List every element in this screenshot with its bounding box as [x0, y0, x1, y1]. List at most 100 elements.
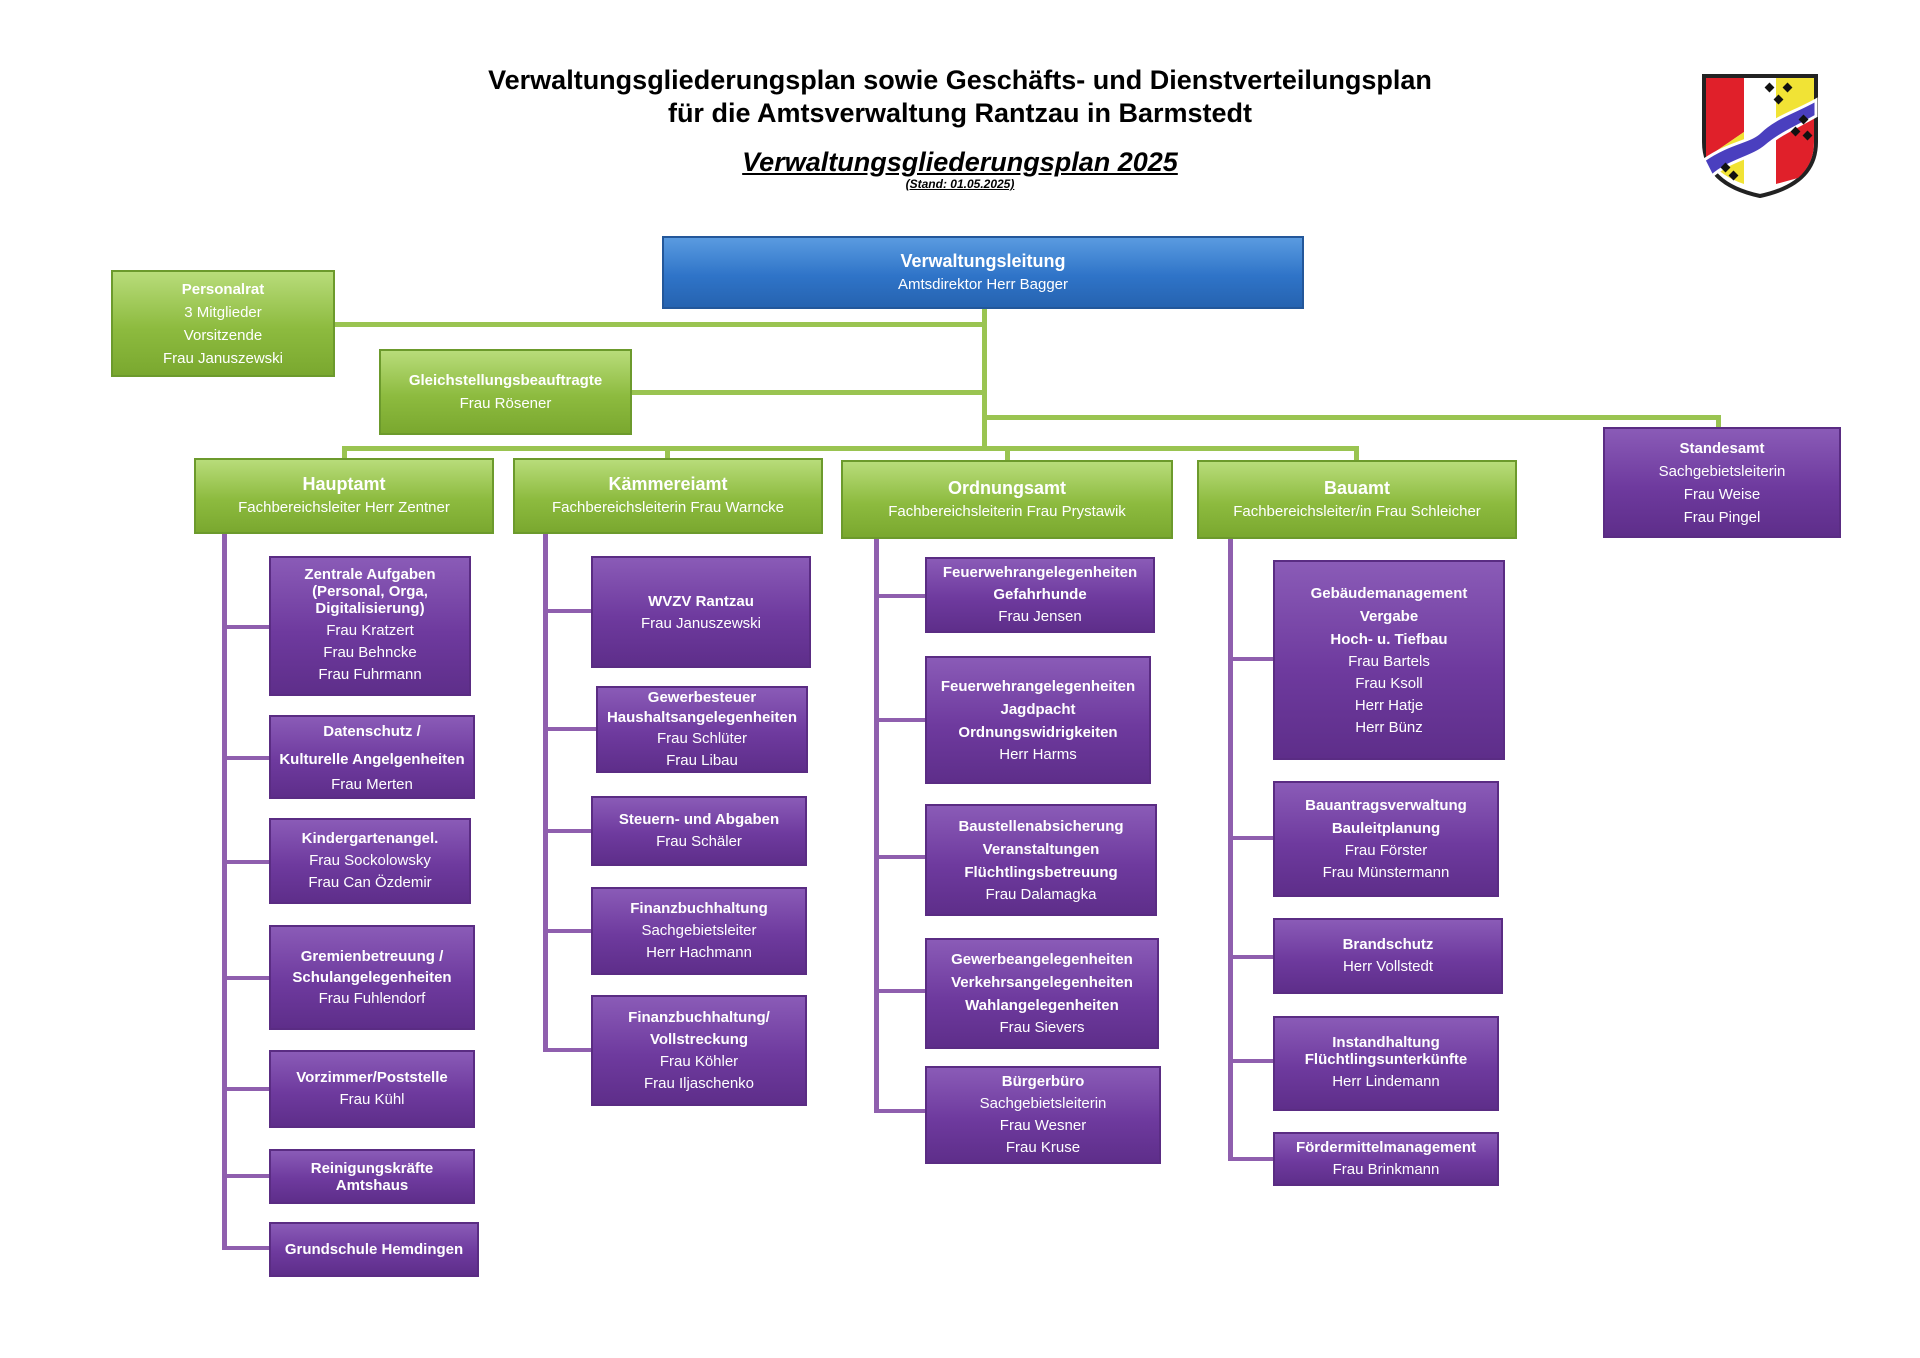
branch-hauptamt-3	[222, 860, 274, 864]
unit-grundschule: Grundschule Hemdingen	[269, 1222, 479, 1277]
unit-person: Frau Kruse	[1005, 1139, 1081, 1156]
unit-person: Frau Schäler	[656, 833, 742, 850]
branch-ordnung-1	[874, 594, 928, 598]
unit-title: Vergabe	[1359, 607, 1419, 625]
unit-title: Reinigungskräfte	[310, 1159, 434, 1177]
unit-person: Frau Münstermann	[1322, 864, 1450, 881]
branch-hauptamt-1	[222, 625, 274, 629]
unit-title: Jagdpacht	[1000, 700, 1076, 718]
unit-person: Frau Schlüter	[656, 729, 748, 747]
hauptamt-title: Hauptamt	[302, 474, 386, 494]
unit-person: Frau Bartels	[1348, 652, 1430, 670]
unit-person: Herr Bünz	[1355, 718, 1423, 736]
unit-person: Frau Libau	[666, 751, 738, 769]
connector-dept-hauptamt	[342, 446, 347, 460]
connector-dept-ordnung	[1005, 446, 1010, 462]
unit-title: Gefahrhunde	[993, 586, 1087, 603]
unit-person: Herr Hachmann	[646, 944, 752, 961]
unit-gewerbeangelegenheiten: Gewerbeangelegenheiten Verkehrsangelegen…	[925, 938, 1159, 1049]
unit-kindergarten: Kindergartenangel. Frau Sockolowsky Frau…	[269, 818, 471, 904]
bauamt-leader: Fachbereichsleiter/in Frau Schleicher	[1233, 502, 1481, 520]
branch-hauptamt-6	[222, 1174, 274, 1178]
document-title: Verwaltungsgliederungsplan sowie Geschäf…	[0, 64, 1920, 130]
unit-title: Amtshaus	[335, 1176, 409, 1194]
spine-kaemmerei	[543, 532, 548, 1052]
unit-person: Frau Kratzert	[326, 622, 414, 639]
unit-title: Gewerbeangelegenheiten	[951, 951, 1133, 968]
unit-person: Frau Merten	[331, 776, 413, 793]
unit-title: Bürgerbüro	[1001, 1073, 1085, 1090]
unit-title: Flüchtlingsunterkünfte	[1304, 1051, 1468, 1068]
unit-gewerbesteuer: Gewerbesteuer Haushaltsangelegenheiten F…	[596, 686, 808, 773]
unit-person: Frau Can Özdemir	[308, 874, 432, 891]
branch-hauptamt-7	[222, 1246, 274, 1250]
unit-title: Finanzbuchhaltung/	[628, 1008, 770, 1026]
ordnungsamt-title: Ordnungsamt	[947, 477, 1066, 498]
unit-person: Frau Köhler	[659, 1052, 739, 1070]
branch-bau-3	[1228, 955, 1276, 959]
unit-gremienbetreuung: Gremienbetreuung / Schulangelegenheiten …	[269, 925, 475, 1030]
verwaltungsleitung-title: Verwaltungsleitung	[900, 250, 1066, 271]
unit-person: Herr Vollstedt	[1342, 958, 1434, 975]
unit-title: Vorzimmer/Poststelle	[296, 1069, 448, 1086]
personalrat-title: Personalrat	[181, 280, 265, 298]
branch-ordnung-5	[874, 1109, 928, 1113]
unit-title: Bauleitplanung	[1331, 820, 1441, 837]
connector-main-vertical	[982, 306, 987, 448]
branch-kaemmerei-3	[543, 829, 593, 833]
unit-wvzv: WVZV Rantzau Frau Januszewski	[591, 556, 811, 668]
unit-title: Schulangelegenheiten	[292, 968, 452, 986]
unit-person: Frau Sockolowsky	[309, 852, 431, 869]
unit-title: WVZV Rantzau	[648, 592, 754, 610]
unit-person: Frau Behncke	[323, 644, 417, 661]
standesamt-line: Sachgebietsleiterin	[1658, 462, 1786, 480]
personalrat-line: Frau Januszewski	[162, 349, 284, 367]
unit-title: Bauantragsverwaltung	[1305, 797, 1467, 814]
unit-vollstreckung: Finanzbuchhaltung/ Vollstreckung Frau Kö…	[591, 995, 807, 1106]
unit-person: Frau Wesner	[999, 1117, 1087, 1134]
spine-bau	[1228, 537, 1233, 1161]
unit-title: Gewerbesteuer	[647, 688, 757, 706]
hauptamt-leader: Fachbereichsleiter Herr Zentner	[238, 499, 450, 516]
connector-gleichstellung	[628, 390, 987, 395]
unit-buergerbuero: Bürgerbüro Sachgebietsleiterin Frau Wesn…	[925, 1066, 1161, 1164]
box-hauptamt: Hauptamt Fachbereichsleiter Herr Zentner	[194, 458, 494, 534]
unit-title: Gremienbetreuung /	[300, 947, 444, 965]
box-gleichstellung: Gleichstellungsbeauftragte Frau Rösener	[379, 349, 632, 435]
branch-ordnung-3	[874, 855, 928, 859]
kaemmereiamt-title: Kämmereiamt	[608, 474, 728, 494]
connector-standesamt-v	[1716, 415, 1721, 429]
stand-date: (Stand: 01.05.2025)	[905, 177, 1015, 191]
standesamt-title: Standesamt	[1679, 439, 1765, 457]
unit-title: Finanzbuchhaltung	[630, 900, 768, 917]
unit-title: Fördermittelmanagement	[1295, 1139, 1477, 1156]
unit-person: Frau Januszewski	[640, 614, 762, 632]
gleichstellung-line: Frau Rösener	[459, 395, 552, 412]
box-standesamt: Standesamt Sachgebietsleiterin Frau Weis…	[1603, 427, 1841, 538]
personalrat-line: 3 Mitglieder	[184, 303, 262, 321]
unit-person: Frau Iljaschenko	[643, 1074, 755, 1092]
unit-title: Ordnungswidrigkeiten	[958, 723, 1118, 741]
unit-title: Datenschutz /	[323, 723, 421, 740]
unit-title: Baustellenabsicherung	[958, 817, 1124, 835]
unit-title: Kulturelle Angelgenheiten	[279, 751, 465, 768]
unit-feuerwehr-gefahrhunde: Feuerwehrangelegenheiten Gefahrhunde Fra…	[925, 557, 1155, 633]
unit-title: Feuerwehrangelegenheiten	[942, 564, 1138, 581]
unit-title: Wahlangelegenheiten	[965, 997, 1119, 1014]
unit-gebaeudemanagement: Gebäudemanagement Vergabe Hoch- u. Tiefb…	[1273, 560, 1505, 760]
unit-title: Zentrale Aufgaben	[304, 566, 436, 583]
coat-of-arms-icon	[1702, 74, 1818, 199]
unit-vorzimmer: Vorzimmer/Poststelle Frau Kühl	[269, 1050, 475, 1128]
unit-steuern-abgaben: Steuern- und Abgaben Frau Schäler	[591, 796, 807, 866]
unit-title: Brandschutz	[1342, 936, 1434, 953]
branch-bau-4	[1228, 1059, 1276, 1063]
box-verwaltungsleitung: Verwaltungsleitung Amtsdirektor Herr Bag…	[662, 236, 1304, 309]
unit-title: Vollstreckung	[649, 1030, 749, 1048]
connector-personalrat	[330, 322, 987, 327]
branch-bau-1	[1228, 657, 1276, 661]
unit-brandschutz: Brandschutz Herr Vollstedt	[1273, 918, 1503, 994]
kaemmereiamt-leader: Fachbereichsleiterin Frau Warncke	[551, 499, 785, 516]
unit-person: Herr Harms	[999, 745, 1077, 763]
unit-title: Kindergartenangel.	[301, 830, 439, 847]
unit-title: (Personal, Orga,	[312, 583, 428, 600]
